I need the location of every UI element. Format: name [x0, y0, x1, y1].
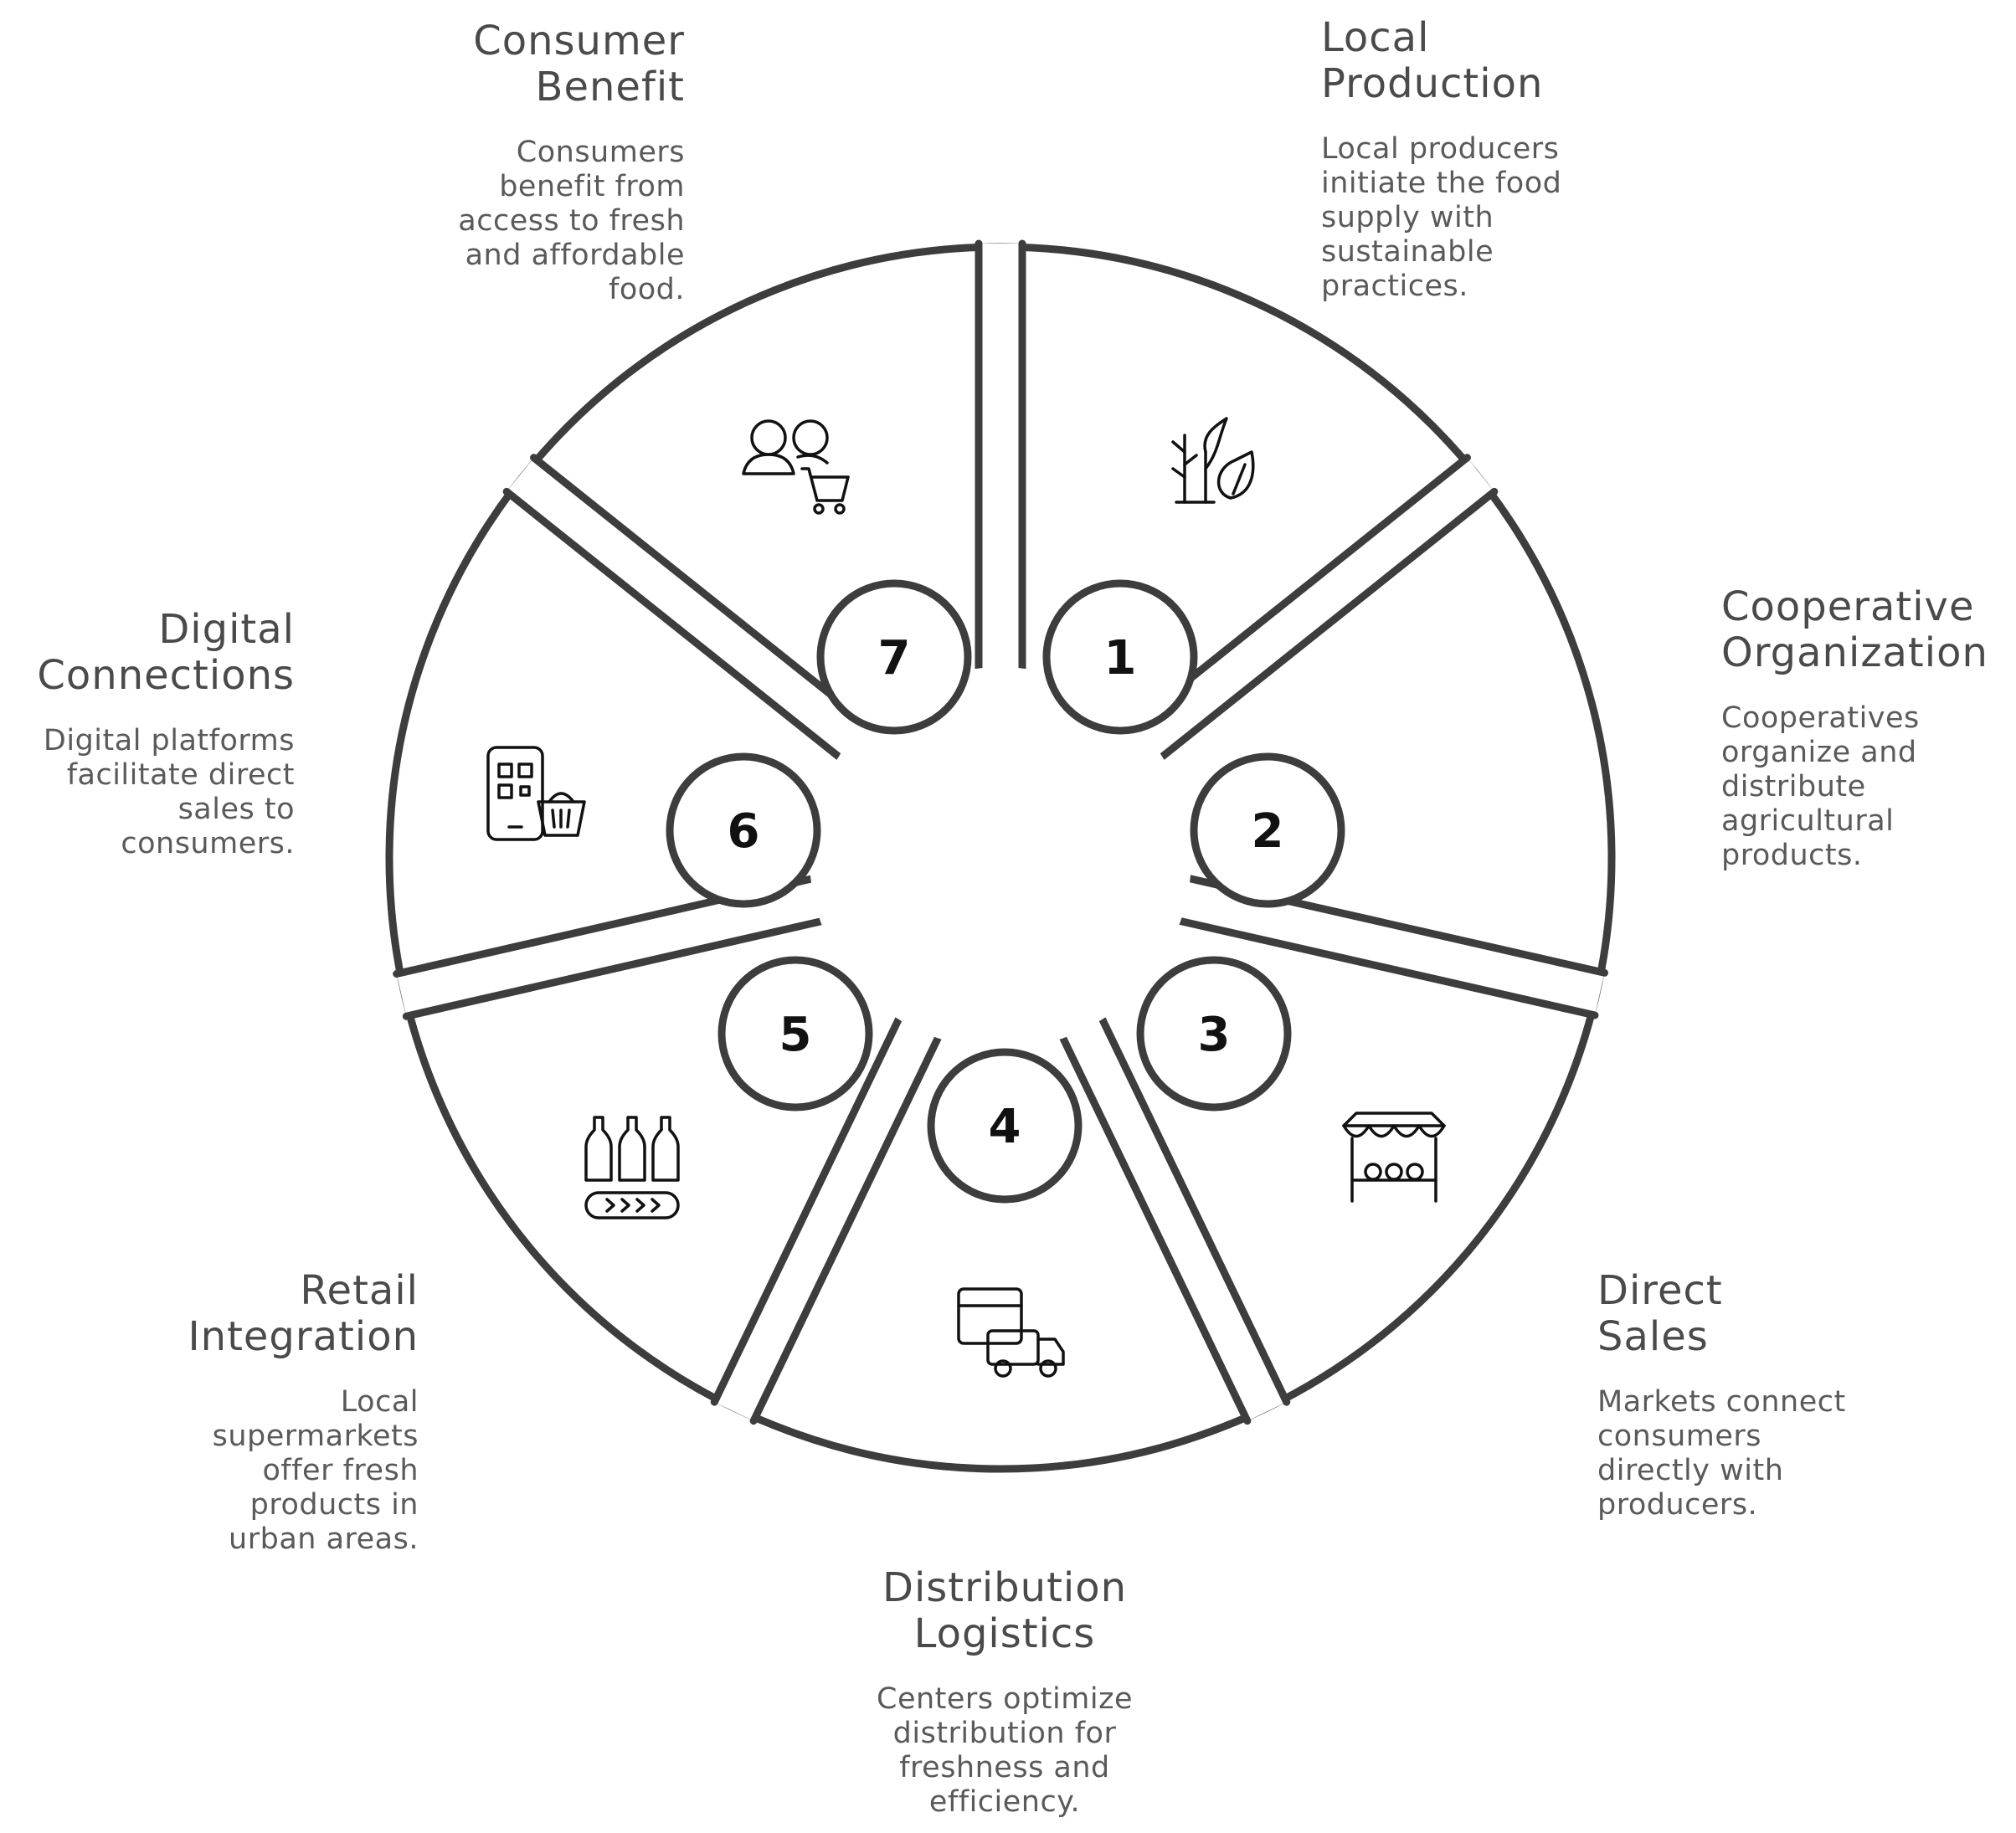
badge-number: 2	[1252, 804, 1284, 859]
spoke-line	[1094, 1006, 1291, 1406]
stage-description: Local producers initiate the food supply…	[1321, 132, 1562, 303]
spoke-channel	[1170, 876, 1605, 1015]
icon-layer	[486, 417, 1446, 1378]
badge-circle	[1190, 752, 1345, 908]
stage-2-label: Cooperative Organization Cooperatives or…	[1721, 584, 1988, 873]
number-badges: 1 2 3 4 5 6 7	[666, 579, 1345, 1204]
conveyor-bottles-icon	[584, 1116, 680, 1219]
badge-circle	[1042, 579, 1198, 735]
market-stall-icon	[1342, 1112, 1446, 1203]
spoke-line	[502, 487, 851, 767]
box-truck-icon	[957, 1287, 1065, 1378]
badge-number: 4	[989, 1100, 1021, 1154]
spoke-line	[1150, 487, 1499, 767]
stage-title: Local Production	[1321, 14, 1544, 107]
plant-leaf-icon	[1171, 417, 1255, 504]
stage-6-badge: 6	[666, 752, 821, 908]
badge-number: 6	[728, 804, 760, 859]
wheel	[385, 239, 1616, 1473]
stage-2-badge: 2	[1190, 752, 1345, 908]
stage-title: Consumer Benefit	[473, 18, 685, 110]
hub	[810, 667, 1191, 1049]
badge-circle	[666, 752, 821, 908]
stage-title: Direct Sales	[1597, 1267, 1723, 1360]
spoke-channel	[507, 457, 874, 763]
badge-circle	[717, 956, 873, 1112]
badge-circle	[1136, 956, 1292, 1112]
badge-circle	[816, 579, 972, 735]
spoke-line	[402, 915, 834, 1020]
stage-description: Centers optimize distribution for freshn…	[877, 1682, 1133, 1819]
stage-title: Distribution Logistics	[882, 1564, 1128, 1657]
spoke-line	[710, 1006, 907, 1406]
stage-3-badge: 3	[1136, 956, 1292, 1112]
stage-title: Retail Integration	[188, 1267, 419, 1360]
stage-6-label: Digital Connections Digital platforms fa…	[37, 607, 295, 861]
spoke-line	[1055, 1025, 1252, 1425]
stage-description: Digital platforms facilitate direct sale…	[43, 724, 295, 860]
stage-3-label: Direct Sales Markets connect consumers d…	[1597, 1268, 1846, 1522]
stage-title: Digital Connections	[37, 606, 295, 699]
spoke-line	[1167, 915, 1599, 1019]
spoke-channel	[1127, 457, 1494, 763]
stage-4-label: Distribution Logistics Centers optimize …	[829, 1565, 1180, 1820]
stage-title: Cooperative Organization	[1721, 583, 1988, 676]
stage-1-label: Local Production Local producers initiat…	[1321, 15, 1561, 304]
stage-description: Consumers benefit from access to fresh a…	[458, 136, 685, 306]
stage-description: Local supermarkets offer fresh products …	[212, 1385, 419, 1556]
badge-number: 7	[878, 631, 911, 685]
badge-circle	[927, 1048, 1083, 1204]
stage-5-label: Retail Integration Local supermarkets of…	[188, 1268, 419, 1557]
stage-description: Cooperatives organize and distribute agr…	[1721, 701, 1920, 872]
stage-7-label: Consumer Benefit Consumers benefit from …	[458, 18, 685, 307]
badge-number: 1	[1104, 631, 1137, 685]
stage-description: Markets connect consumers directly with …	[1597, 1385, 1846, 1522]
spoke-channel	[714, 1010, 943, 1421]
spoke-channel	[979, 244, 1022, 678]
spoke-channel	[1058, 1010, 1287, 1421]
spoke-line	[530, 454, 877, 733]
stage-1-badge: 1	[1042, 579, 1198, 735]
spoke-line	[749, 1025, 946, 1425]
stage-5-badge: 5	[717, 956, 873, 1112]
badge-number: 5	[779, 1008, 812, 1062]
phone-qr-basket-icon	[486, 746, 586, 841]
badge-number: 3	[1198, 1008, 1231, 1062]
spoke-channel	[396, 876, 831, 1017]
stage-7-badge: 7	[816, 579, 972, 735]
stage-4-badge: 4	[927, 1048, 1083, 1204]
people-cart-icon	[742, 419, 850, 515]
